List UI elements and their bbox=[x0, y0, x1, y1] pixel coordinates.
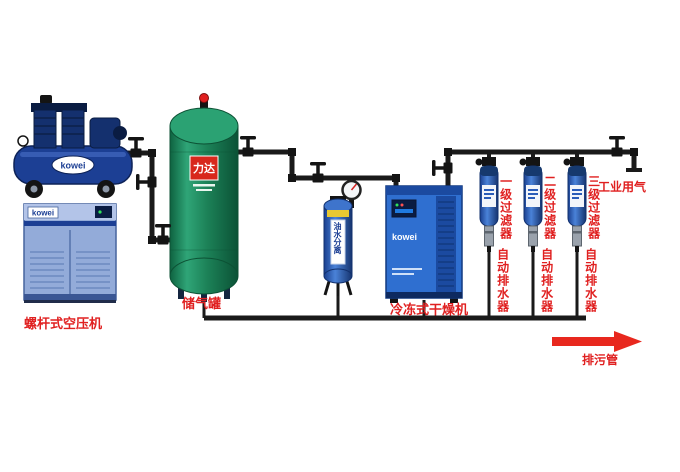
dryer-control-panel-icon bbox=[391, 199, 417, 218]
vent-grille-icon bbox=[30, 251, 110, 289]
label-auto-drain-1: 自动排水器 bbox=[495, 248, 510, 313]
auto-drain-icon bbox=[484, 225, 494, 247]
auto-drain-icon bbox=[528, 225, 538, 247]
oil-water-separator bbox=[323, 196, 353, 296]
tank-sticker-label: 力达 bbox=[193, 161, 215, 175]
pipe-fittings bbox=[148, 148, 638, 244]
refrigerated-dryer: kowei bbox=[385, 185, 463, 303]
tank-sticker bbox=[189, 155, 219, 181]
separator-strip-label: 油水分离 bbox=[333, 222, 342, 254]
label-filter-3: 三级过滤器 bbox=[586, 175, 601, 240]
tank-gauge-icon bbox=[17, 135, 29, 147]
inline-filter-1 bbox=[475, 157, 499, 252]
relief-valve-icon bbox=[199, 93, 209, 103]
auto-drain-icon bbox=[572, 225, 582, 247]
label-filter-1: 一级过滤器 bbox=[498, 175, 513, 240]
dryer-brand-label: kowei bbox=[392, 232, 417, 242]
label-air-tank: 储气罐 bbox=[182, 296, 222, 311]
pipe-drain-drops bbox=[202, 248, 579, 318]
label-auto-drain-2: 自动排水器 bbox=[539, 248, 554, 313]
screw-brand-label: kowei bbox=[32, 209, 54, 218]
inline-filter-2 bbox=[519, 157, 543, 252]
inline-filter-3 bbox=[563, 157, 587, 252]
air-tank: 力达 bbox=[169, 93, 239, 302]
piston-compressor: kowei bbox=[13, 95, 133, 198]
label-industrial-air: 工业用气 bbox=[598, 180, 647, 194]
label-screw-compressor: 螺杆式空压机 bbox=[24, 316, 103, 331]
drain-flow-arrow-icon bbox=[552, 331, 642, 352]
control-panel-icon bbox=[95, 206, 112, 218]
label-filter-2: 二级过滤器 bbox=[542, 175, 557, 240]
label-auto-drain-3: 自动排水器 bbox=[583, 248, 598, 313]
pressure-gauge-icon bbox=[341, 179, 362, 208]
screw-compressor: kowei bbox=[23, 203, 117, 303]
label-dryer: 冷冻式干燥机 bbox=[390, 302, 469, 317]
pipe-tank-to-dryer bbox=[234, 149, 399, 190]
intake-filter-icon bbox=[40, 95, 52, 104]
label-drain-pipe: 排污管 bbox=[582, 353, 619, 367]
piston-brand-label: kowei bbox=[60, 161, 85, 171]
